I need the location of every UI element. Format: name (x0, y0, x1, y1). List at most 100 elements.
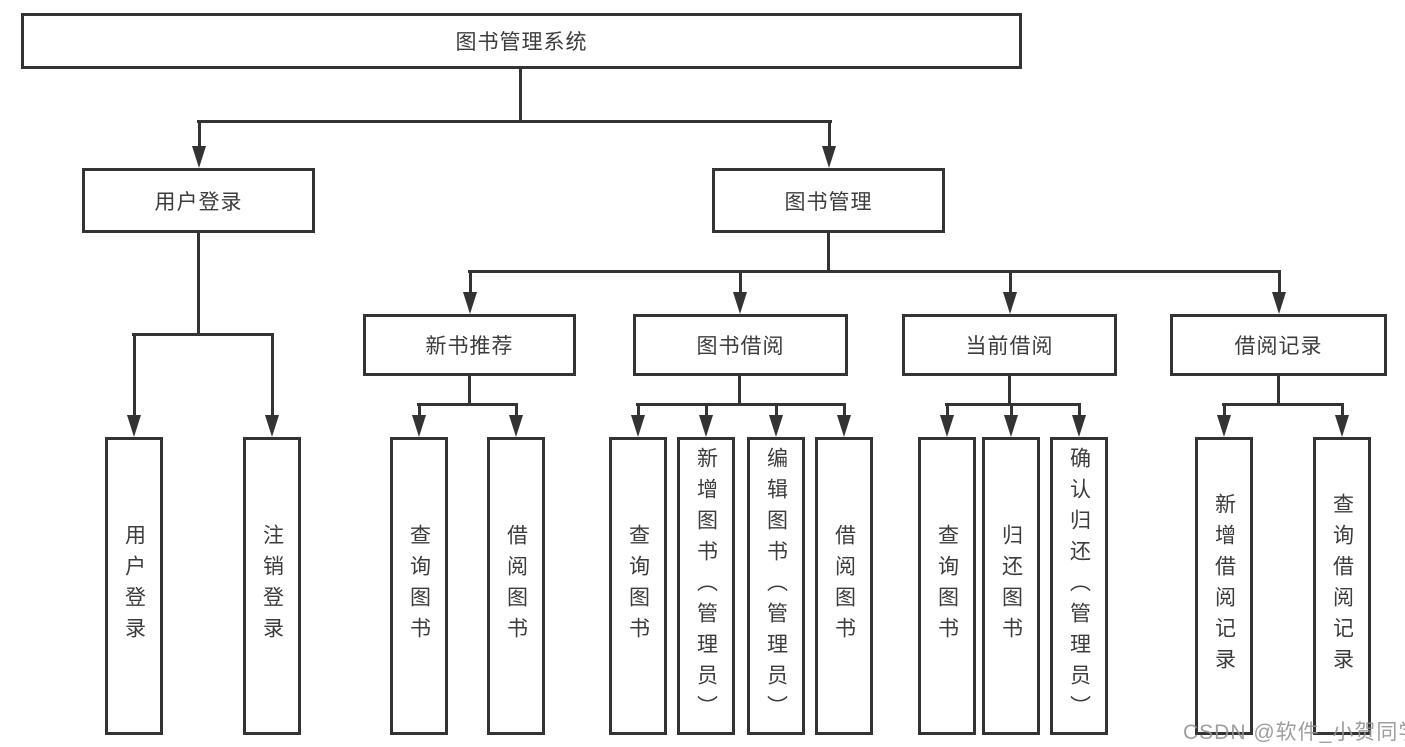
arrow-to-leaf-add-books-admin (699, 404, 713, 437)
leaf-logout-label: 注销登录 (260, 524, 284, 648)
leaf-query-borrow-record-label: 查询借阅记录 (1330, 493, 1354, 679)
leaf-query-books-borrow: 查询图书 (609, 437, 667, 735)
arrow-to-user-login (192, 121, 206, 168)
node-root: 图书管理系统 (21, 13, 1022, 69)
arrow-shaft (197, 121, 201, 150)
arrow-head-icon (1004, 415, 1018, 437)
leaf-query-books-current: 查询图书 (918, 437, 976, 735)
connector-borrow-records-bar (1222, 403, 1344, 406)
connector-new-book-rec-bar (417, 403, 518, 406)
arrow-to-book-borrow (733, 271, 747, 314)
leaf-borrow-books-rec: 借阅图书 (487, 437, 545, 735)
leaf-borrow-books-rec-label: 借阅图书 (504, 524, 528, 648)
arrow-to-current-borrow (1003, 271, 1017, 314)
leaf-add-borrow-record: 新增借阅记录 (1195, 437, 1253, 735)
arrow-head-icon (1003, 292, 1017, 314)
arrow-head-icon (1072, 415, 1086, 437)
arrow-head-icon (192, 146, 206, 168)
arrow-shaft (738, 271, 742, 296)
arrow-head-icon (631, 415, 645, 437)
arrow-to-leaf-borrow-books-rec (509, 404, 523, 437)
arrow-head-icon (1335, 415, 1349, 437)
node-book-borrow-label: 图书借阅 (696, 335, 785, 358)
leaf-borrow-books: 借阅图书 (815, 437, 873, 735)
arrow-shaft (827, 121, 831, 150)
arrow-shaft (1009, 404, 1013, 419)
arrow-shaft (636, 404, 640, 419)
leaf-confirm-return-admin: 确认归还（管理员） (1050, 437, 1108, 735)
connector-current-borrow-stem (1008, 376, 1011, 406)
arrow-to-leaf-confirm-return (1072, 404, 1086, 437)
arrow-to-leaf-return-books (1004, 404, 1018, 437)
connector-root-bar (197, 120, 832, 123)
node-book-borrow: 图书借阅 (633, 314, 848, 376)
arrow-head-icon (769, 415, 783, 437)
leaf-query-books-current-label: 查询图书 (935, 524, 959, 648)
arrow-to-leaf-query-books-current (940, 404, 954, 437)
leaf-query-books-rec: 查询图书 (390, 437, 448, 735)
arrow-shaft (468, 271, 472, 296)
arrow-to-leaf-edit-books-admin (769, 404, 783, 437)
leaf-query-books-rec-label: 查询图书 (407, 524, 431, 648)
connector-book-borrow-bar (636, 403, 846, 406)
arrow-head-icon (265, 415, 279, 437)
arrow-head-icon (509, 415, 523, 437)
leaf-query-borrow-record: 查询借阅记录 (1313, 437, 1371, 735)
arrow-to-leaf-add-borrow-record (1217, 404, 1231, 437)
leaf-return-books: 归还图书 (982, 437, 1040, 735)
node-new-book-rec-label: 新书推荐 (425, 335, 514, 358)
arrow-shaft (1008, 271, 1012, 296)
arrow-shaft (1222, 404, 1226, 419)
leaf-add-borrow-record-label: 新增借阅记录 (1212, 493, 1236, 679)
arrow-shaft (417, 404, 421, 419)
arrow-shaft (132, 334, 136, 419)
leaf-confirm-return-admin-label: 确认归还（管理员） (1067, 446, 1091, 726)
arrow-head-icon (1272, 292, 1286, 314)
arrow-head-icon (837, 415, 851, 437)
node-current-borrow: 当前借阅 (902, 314, 1117, 376)
node-borrow-records: 借阅记录 (1170, 314, 1387, 376)
leaf-edit-books-admin-label: 编辑图书（管理员） (764, 446, 788, 726)
node-borrow-records-label: 借阅记录 (1234, 335, 1323, 358)
connector-current-borrow-bar (945, 403, 1081, 406)
node-new-book-rec: 新书推荐 (363, 314, 576, 376)
connector-new-book-rec-stem (468, 376, 471, 406)
arrow-to-new-book-rec (463, 271, 477, 314)
arrow-shaft (842, 404, 846, 419)
node-book-mgmt-label: 图书管理 (784, 190, 873, 214)
arrow-to-book-mgmt (822, 121, 836, 168)
arrow-head-icon (1217, 415, 1231, 437)
arrow-to-leaf-borrow-books (837, 404, 851, 437)
connector-book-borrow-stem (738, 376, 741, 406)
arrow-shaft (945, 404, 949, 419)
arrow-to-leaf-query-borrow-record (1335, 404, 1349, 437)
arrow-shaft (1077, 404, 1081, 419)
arrow-to-leaf-user-login (127, 334, 141, 437)
arrow-shaft (1340, 404, 1344, 419)
arrow-shaft (514, 404, 518, 419)
connector-book-mgmt-stem (827, 233, 830, 273)
leaf-add-books-admin-label: 新增图书（管理员） (694, 446, 718, 726)
arrow-head-icon (412, 415, 426, 437)
arrow-shaft (704, 404, 708, 419)
node-book-mgmt: 图书管理 (712, 168, 945, 233)
connector-user-login-bar (132, 333, 274, 336)
leaf-user-login-label: 用户登录 (122, 524, 146, 648)
arrow-head-icon (463, 292, 477, 314)
node-user-login: 用户登录 (82, 168, 315, 233)
node-root-label: 图书管理系统 (455, 31, 588, 54)
arrow-head-icon (940, 415, 954, 437)
arrow-to-leaf-query-books-borrow (631, 404, 645, 437)
arrow-shaft (270, 334, 274, 419)
connector-borrow-records-stem (1277, 376, 1280, 406)
leaf-query-books-borrow-label: 查询图书 (626, 524, 650, 648)
csdn-watermark: CSDN @软件_小贺同学 (1183, 721, 1405, 744)
connector-user-login-stem (197, 233, 200, 336)
leaf-add-books-admin: 新增图书（管理员） (677, 437, 735, 735)
connector-book-mgmt-bar (468, 270, 1281, 273)
node-user-login-label: 用户登录 (154, 190, 243, 214)
arrow-to-leaf-query-books-rec (412, 404, 426, 437)
arrow-shaft (774, 404, 778, 419)
arrow-head-icon (127, 415, 141, 437)
